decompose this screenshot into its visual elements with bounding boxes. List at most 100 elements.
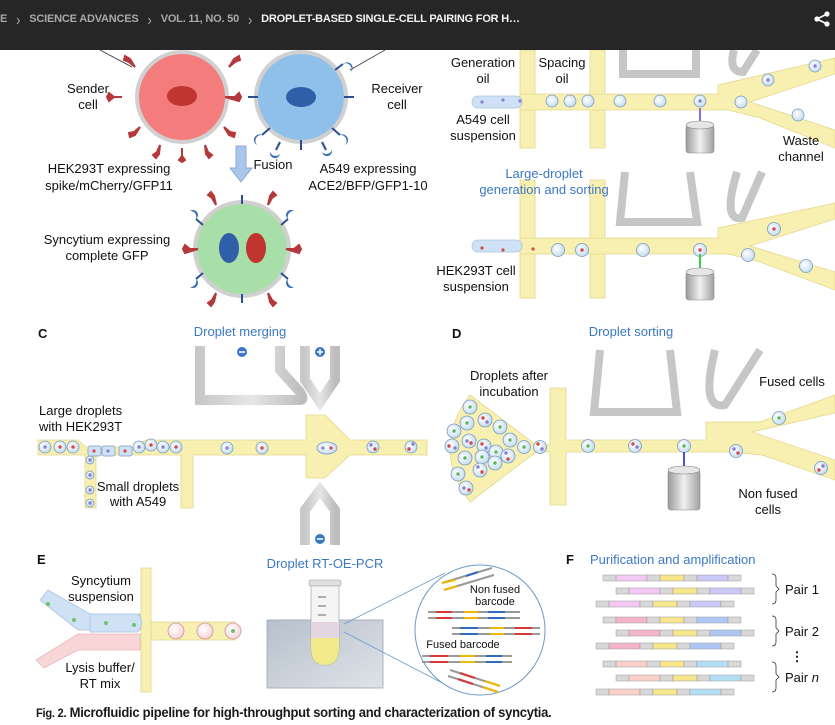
droplet bbox=[791, 108, 805, 122]
droplet bbox=[474, 449, 490, 465]
amplicon-bar bbox=[602, 574, 742, 582]
amplicon-bar bbox=[615, 629, 755, 637]
droplet bbox=[772, 411, 786, 425]
droplet bbox=[457, 450, 473, 466]
droplet bbox=[404, 440, 418, 454]
droplet bbox=[500, 448, 516, 464]
syncytium-suspension-label: Syncytium bbox=[71, 573, 131, 588]
generation-oil-label: Generation bbox=[451, 55, 515, 70]
droplet bbox=[132, 440, 146, 454]
fused-cells-label: Fused cells bbox=[759, 374, 825, 389]
caption-text: Microfluidic pipeline for high-throughpu… bbox=[66, 704, 552, 720]
spacing-oil-label: oil bbox=[555, 71, 568, 86]
panel-e: E Droplet RT-OE-PCR bbox=[35, 552, 546, 696]
panel-b: Generation oil Spacing oil A549 cell sus… bbox=[436, 47, 835, 301]
panel-letter: E bbox=[37, 552, 46, 567]
panel-e-title: Droplet RT-OE-PCR bbox=[267, 556, 384, 571]
detector-icon bbox=[667, 465, 701, 511]
figure-number: Fig. 2. bbox=[36, 706, 67, 720]
a549-suspension-label: suspension bbox=[450, 128, 516, 143]
droplet bbox=[461, 433, 477, 449]
droplet bbox=[220, 441, 234, 455]
receiver-cell bbox=[235, 50, 360, 159]
nucleus bbox=[167, 86, 197, 106]
ellipsis-icon: ⋮ bbox=[791, 649, 804, 664]
panel-letter: C bbox=[38, 326, 48, 341]
small-droplets-label: Small droplets bbox=[97, 479, 180, 494]
non-fused-barcode-label: Non fused bbox=[470, 584, 520, 596]
breadcrumb: E › SCIENCE ADVANCES › VOL. 11, NO. 50 ›… bbox=[0, 10, 520, 28]
panel-d: D Droplet sorting Droplets after incubat… bbox=[444, 324, 835, 517]
fusion-arrow-icon bbox=[228, 145, 254, 183]
fusion-label: Fusion bbox=[253, 157, 292, 172]
breadcrumb-item[interactable]: E bbox=[0, 13, 8, 25]
droplet bbox=[196, 622, 214, 640]
droplet bbox=[224, 622, 242, 640]
panel-b-title: generation and sorting bbox=[479, 182, 608, 197]
droplet bbox=[85, 485, 95, 495]
pair-label: Pair 2 bbox=[785, 624, 819, 639]
receiver-label: Receiver bbox=[371, 81, 423, 96]
droplet bbox=[581, 94, 595, 108]
droplet bbox=[693, 94, 707, 108]
droplet bbox=[677, 439, 691, 453]
droplet bbox=[628, 439, 642, 453]
figure-caption: Fig. 2. Microfluidic pipeline for high-t… bbox=[36, 704, 552, 720]
hek-label: HEK293T expressing bbox=[48, 161, 171, 176]
sender-cell bbox=[105, 50, 243, 164]
droplet bbox=[761, 73, 775, 87]
droplet bbox=[169, 440, 183, 454]
pair-label: Pair n bbox=[785, 670, 819, 685]
zoom-inset: Non fused barcode Fused barcode bbox=[414, 564, 546, 696]
droplet bbox=[450, 466, 466, 482]
droplet bbox=[101, 445, 116, 457]
non-fused-label: cells bbox=[755, 502, 782, 517]
chevron-right-icon: › bbox=[147, 10, 152, 28]
panel-c: C Droplet merging Large droplets with HE… bbox=[37, 324, 428, 545]
breadcrumb-item-issue[interactable]: VOL. 11, NO. 50 bbox=[160, 13, 240, 25]
small-droplets-label: with A549 bbox=[109, 494, 166, 509]
syncytium-label: complete GFP bbox=[65, 248, 148, 263]
brace-icon bbox=[771, 661, 780, 693]
generation-oil-label: oil bbox=[476, 71, 489, 86]
a549-label: ACE2/BFP/GFP1-10 bbox=[308, 178, 427, 193]
syncytium-suspension-label: suspension bbox=[68, 589, 134, 604]
pointer-line bbox=[99, 49, 133, 68]
droplet bbox=[581, 439, 595, 453]
droplet bbox=[446, 423, 462, 439]
droplet bbox=[636, 243, 650, 257]
receiver-label: cell bbox=[387, 97, 407, 112]
panel-f-title: Purification and amplification bbox=[590, 552, 755, 567]
amplicon-bar bbox=[595, 688, 735, 696]
droplet bbox=[444, 438, 460, 454]
sender-label: Sender bbox=[67, 81, 110, 96]
brace-icon bbox=[771, 573, 780, 605]
droplet bbox=[156, 440, 170, 454]
amplicon-bar bbox=[615, 587, 755, 595]
detector-icon bbox=[685, 120, 715, 154]
amplicon-bar bbox=[615, 674, 755, 682]
droplet bbox=[85, 498, 95, 508]
non-fused-barcode-label: barcode bbox=[475, 596, 515, 608]
droplet bbox=[613, 94, 627, 108]
droplet bbox=[741, 248, 755, 262]
droplet bbox=[799, 259, 813, 273]
share-button[interactable] bbox=[812, 10, 832, 28]
amplicon-bar bbox=[602, 616, 742, 624]
spacing-oil-label: Spacing bbox=[539, 55, 586, 70]
panel-letter: D bbox=[452, 326, 461, 341]
droplet bbox=[734, 95, 748, 109]
droplet bbox=[87, 445, 102, 457]
detector-icon bbox=[685, 267, 715, 301]
chevron-right-icon: › bbox=[248, 10, 253, 28]
sender-label: cell bbox=[78, 97, 98, 112]
chevron-right-icon: › bbox=[16, 10, 21, 28]
breadcrumb-item-journal[interactable]: SCIENCE ADVANCES bbox=[29, 13, 139, 25]
amplicon-bar bbox=[602, 660, 742, 668]
droplet bbox=[502, 432, 518, 448]
after-incubation-label: incubation bbox=[479, 384, 538, 399]
droplet bbox=[575, 243, 589, 257]
droplet bbox=[255, 441, 269, 455]
droplet bbox=[167, 622, 185, 640]
